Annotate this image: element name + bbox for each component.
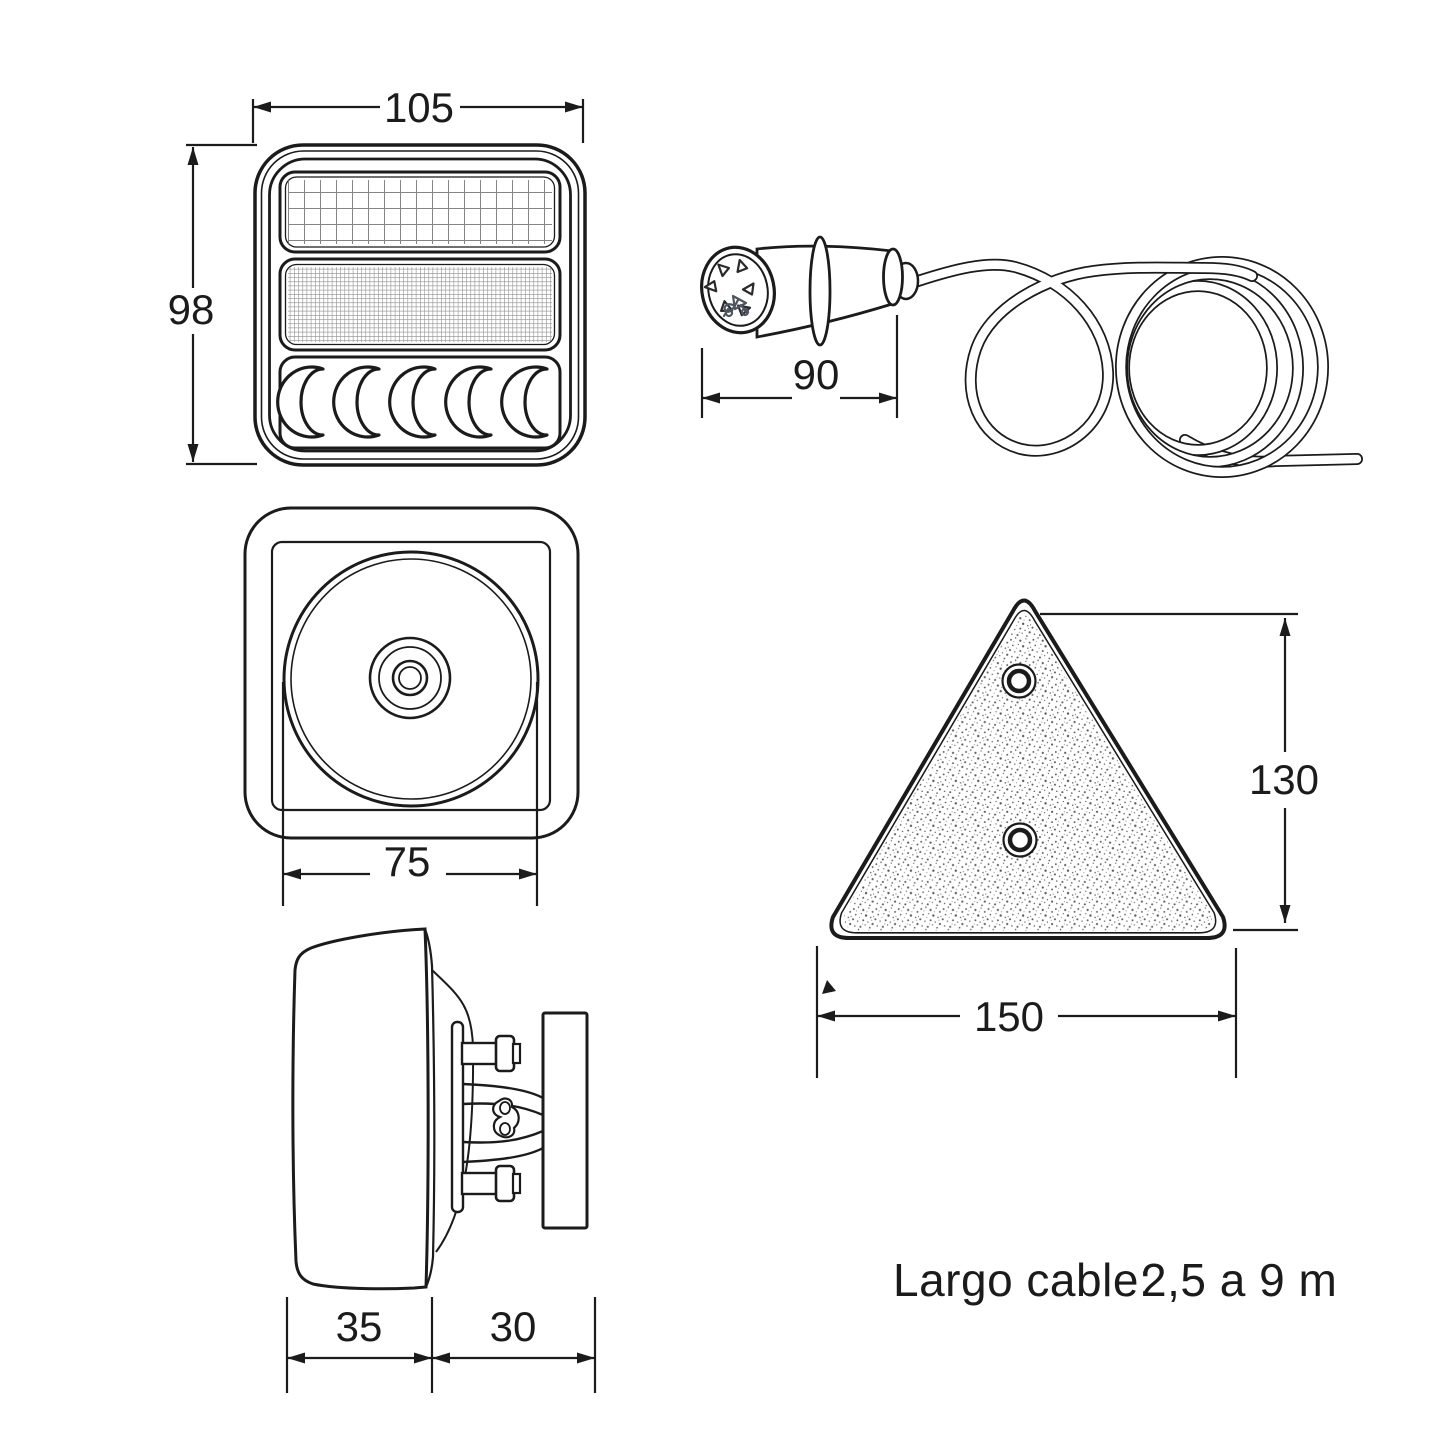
dimension-150: 150 [815,946,1238,1078]
dimension-105: 105 [251,84,585,143]
mounting-bolt-upper [460,1034,522,1073]
top-lens-grid-texture [288,180,552,244]
back-center-hub [368,636,452,720]
dimension-98: 98 [168,143,257,466]
cable-length-caption: Largo cable: 2,5 a 9 m [893,1254,1337,1306]
side-gasket-strip [450,1020,465,1214]
plug-collar-ring [808,235,832,347]
mounting-plate [541,1011,589,1230]
cable-coil [912,256,1329,478]
dimension-35: 35 [285,1297,597,1393]
dimension-90-label: 90 [793,351,840,398]
lamp-back-view [243,506,580,840]
dimension-75: 75 [281,682,539,906]
plug-center-scribble [722,294,750,318]
middle-lens-grid-texture [288,267,552,342]
lamp-front-view [253,143,587,467]
lamp-side-view [291,927,589,1291]
bracket-clip [492,1097,520,1139]
dimension-130-label: 130 [1249,756,1319,803]
plug-end-cap [882,247,904,307]
side-lens-rim [423,928,436,1288]
back-lens-circle [282,550,540,808]
reflector-stipple-texture [843,614,1212,931]
back-inner-frame [270,540,552,812]
dimension-90: 90 [700,315,899,418]
plug-face [700,245,776,335]
reflector-inner-outline [839,609,1217,934]
dimension-30-label: 30 [490,1303,537,1350]
dimension-75-label: 75 [384,838,431,885]
dimension-35-label: 35 [336,1303,383,1350]
dimension-150-label: 150 [974,993,1044,1040]
dimension-130: 130 [1040,612,1319,932]
side-body-outline [291,927,430,1291]
reflector-hole-upper [1001,663,1037,699]
side-lens-contour [431,969,475,1253]
dimension-98-label: 98 [168,286,215,333]
mounting-bolt-lower [460,1164,522,1203]
stray-arrow-mark [822,980,836,994]
dimension-105-label: 105 [384,84,454,131]
reflector-triangle-view [829,598,1227,940]
plug-and-cable-view [700,235,1363,478]
cable-length-value: 2,5 a 9 m [1141,1254,1337,1306]
dimension-30: 30 [432,1303,595,1364]
reflector-hole-lower [1002,822,1038,858]
cable-length-label: Largo cable: [893,1254,1152,1306]
